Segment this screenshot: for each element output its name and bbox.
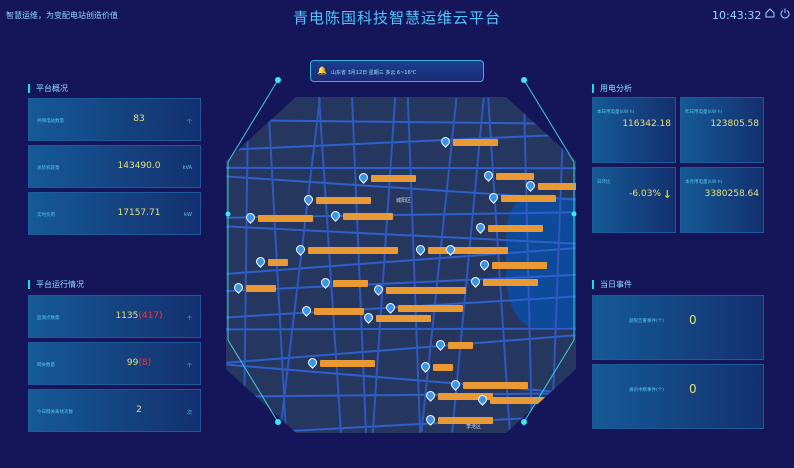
stat-label: 并网电站数量: [37, 119, 64, 124]
map-frame: [225, 77, 577, 425]
station-label: [386, 287, 466, 294]
overview-card: 并网电站数量 83 个: [28, 98, 201, 141]
station-label: [371, 175, 416, 182]
event-value: 0: [689, 382, 697, 396]
power-icon[interactable]: [779, 7, 791, 19]
power-card: 本日用电量(kW·h) 116342.18: [592, 97, 676, 163]
overview-card: 总装机容量 143490.0 kVA: [28, 145, 201, 188]
stat-unit: kVA: [182, 165, 192, 171]
value-text: 1135: [115, 311, 139, 321]
event-card: 越限告警事件(个) 0: [592, 295, 764, 360]
station-label: [258, 215, 313, 222]
value-extra: (417): [138, 311, 163, 321]
stat-value: 99(8): [99, 358, 179, 368]
running-card: 监测点数量 1135(417) 个: [28, 295, 201, 338]
station-label: [483, 279, 538, 286]
bell-icon: 🔔: [317, 66, 327, 75]
stat-unit: 个: [186, 119, 192, 125]
station-label: [246, 285, 276, 292]
stat-value: 143490.0: [99, 161, 179, 171]
station-label: [448, 342, 473, 349]
stat-value: 2: [99, 405, 179, 415]
value-extra: (8): [138, 358, 152, 368]
station-label: [453, 139, 498, 146]
value-text: 83: [133, 114, 145, 124]
power-value: 123805.58: [710, 119, 759, 129]
station-label: [463, 382, 528, 389]
stat-label: 监测点数量: [37, 316, 60, 321]
event-label: 越限告警事件(个): [629, 319, 665, 324]
station-label: [343, 213, 393, 220]
station-label: [492, 262, 547, 269]
stat-label: 实时负荷: [37, 213, 55, 218]
station-label: [438, 417, 493, 424]
power-card: 昨日用电量(kW·h) 123805.58: [680, 97, 764, 163]
stat-value: 17157.71: [99, 208, 179, 218]
event-label: 通讯中断事件(个): [629, 388, 665, 393]
power-title: 用电分析: [592, 84, 632, 93]
power-label: 日环比: [597, 180, 611, 185]
running-card: 今日网关离线次数 2 次: [28, 389, 201, 432]
stat-label: 今日网关离线次数: [37, 410, 73, 415]
place-label: 李沧区: [466, 424, 482, 430]
overview-card: 实时负荷 17157.71 kW: [28, 192, 201, 235]
stat-value: 83: [99, 114, 179, 124]
event-value: 0: [689, 313, 697, 327]
power-label: 本日用电量(kW·h): [597, 110, 635, 115]
station-label: [458, 247, 508, 254]
station-label: [438, 393, 493, 400]
stat-label: 网关数量: [37, 363, 55, 368]
stat-unit: 个: [186, 363, 192, 369]
station-label: [314, 308, 364, 315]
overview-title: 平台概况: [28, 84, 68, 93]
value-text: 2: [136, 405, 142, 415]
station-label: [501, 195, 556, 202]
weather-bar: 🔔 山东省 3月12日 星期三 多云 6~16℃: [310, 60, 484, 82]
station-label: [538, 183, 576, 190]
power-label: 本月用电量(kW·h): [685, 180, 723, 185]
station-label: [488, 225, 543, 232]
place-label: 城阳区: [396, 198, 412, 204]
power-value: 3380258.64: [704, 189, 759, 199]
value-text: 143490.0: [117, 161, 161, 171]
stat-unit: kW: [184, 212, 192, 218]
slogan: 智慧运维，为变配电站创造价值: [6, 11, 118, 20]
station-label: [268, 259, 288, 266]
home-icon[interactable]: [764, 7, 776, 19]
header: 智慧运维，为变配电站创造价值 青电陈国科技智慧运维云平台 10:43:32: [0, 0, 794, 30]
stat-unit: 个: [186, 316, 192, 322]
weather-text: 山东省 3月12日 星期三 多云 6~16℃: [331, 70, 417, 76]
stat-label: 总装机容量: [37, 166, 60, 171]
running-card: 网关数量 99(8) 个: [28, 342, 201, 385]
power-card: 本月用电量(kW·h) 3380258.64: [680, 167, 764, 233]
stat-unit: 次: [186, 410, 192, 416]
station-label: [433, 364, 453, 371]
station-label: [398, 305, 463, 312]
station-label: [490, 397, 545, 404]
power-label: 昨日用电量(kW·h): [685, 110, 723, 115]
station-label: [496, 173, 534, 180]
map[interactable]: 城阳区 李沧区: [226, 97, 576, 433]
power-value: -6.03%: [629, 189, 661, 199]
station-label: [316, 197, 371, 204]
event-card: 通讯中断事件(个) 0: [592, 364, 764, 429]
station-label: [376, 315, 431, 322]
arrow-down-icon: ↓: [662, 188, 672, 201]
station-label: [308, 247, 398, 254]
clock: 10:43:32: [712, 9, 762, 22]
station-label: [320, 360, 375, 367]
page-title: 青电陈国科技智慧运维云平台: [292, 9, 501, 27]
running-title: 平台运行情况: [28, 280, 84, 289]
value-text: 17157.71: [117, 208, 161, 218]
station-label: [333, 280, 368, 287]
power-value: 116342.18: [622, 119, 671, 129]
stat-value: 1135(417): [99, 311, 179, 321]
events-title: 当日事件: [592, 280, 632, 289]
value-text: 99: [126, 358, 139, 368]
power-card: 日环比 -6.03%↓: [592, 167, 676, 233]
